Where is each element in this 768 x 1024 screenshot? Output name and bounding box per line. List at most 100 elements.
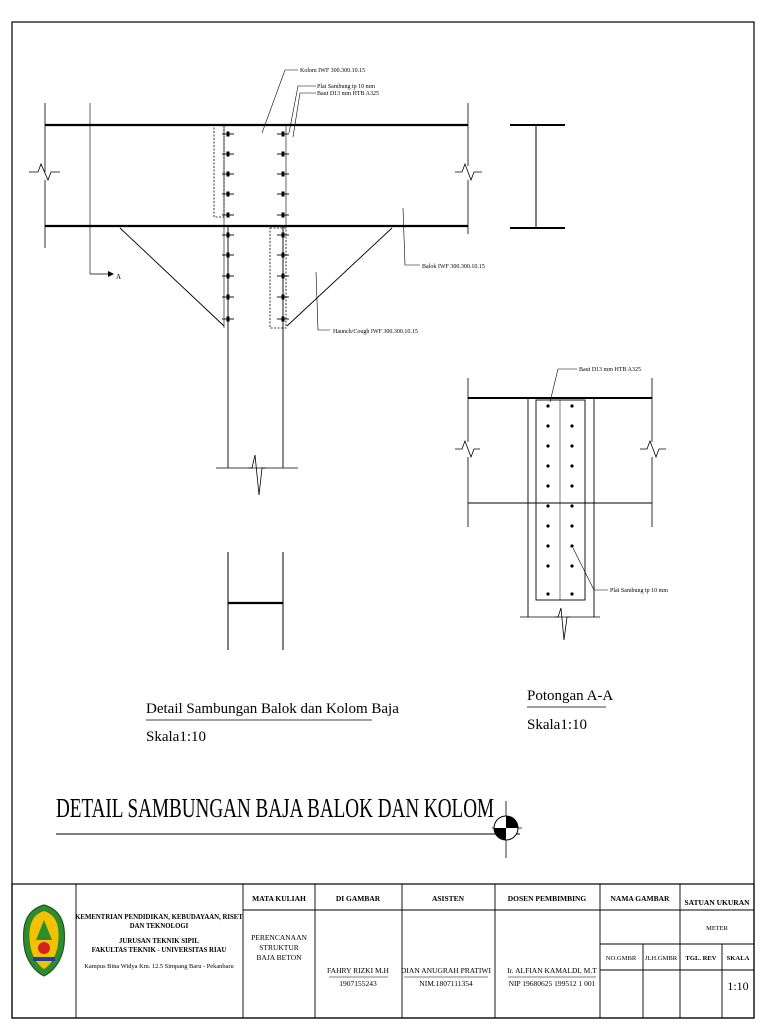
bolt-hole: [546, 564, 550, 568]
bolt-hole: [570, 592, 574, 596]
target-symbol: [492, 801, 522, 858]
institution-line2: DAN TEKNOLOGI: [130, 923, 189, 930]
bolt-hole: [546, 424, 550, 428]
label-plat: Plat Sambung tp 10 mm: [317, 84, 375, 90]
section-label-baut: Baut D13 mm HTB A325: [579, 367, 641, 373]
section-column-break: [555, 607, 570, 641]
bolt-nut: [281, 191, 285, 197]
institution-line1: KEMENTRIAN PENDIDIKAN, KEBUDAYAAN, RISET: [75, 914, 243, 921]
h-section-symbol: [227, 552, 284, 650]
institution-line3: JURUSAN TEKNIK SIPIL: [119, 938, 199, 945]
drafter-name: FAHRY RIZKI M.H: [327, 966, 389, 975]
lecturer-name: Ir. ALFIAN KAMALDI, M.T: [507, 966, 597, 975]
bolt-nut: [226, 191, 230, 197]
header-mata-kuliah: MATA KULIAH: [252, 894, 306, 903]
bolt-nut: [281, 171, 285, 177]
bolt-nut: [281, 151, 285, 157]
jlh-gmbr-label: JLH.GMBR: [645, 955, 678, 962]
bolt-hole: [570, 444, 574, 448]
bolt-hole: [546, 404, 550, 408]
bolt-hole: [546, 444, 550, 448]
section-leaders: [549, 368, 608, 591]
mata-kuliah-line2: STRUKTUR: [259, 943, 299, 952]
bolt-hole: [546, 504, 550, 508]
drafter-id: 1907155243: [339, 979, 377, 988]
satuan-value: METER: [706, 925, 728, 932]
end-plate-right: [269, 227, 287, 329]
bolt-nut: [281, 212, 285, 218]
section-plate: [535, 399, 586, 601]
haunch-left: [119, 227, 225, 327]
bolt-hole: [546, 484, 550, 488]
i-section-symbol: [510, 124, 565, 229]
bolt-nut: [281, 294, 285, 300]
section-a-a: [455, 378, 666, 641]
section-caption: Potongan A-A: [527, 688, 613, 704]
section-bolts: [546, 404, 574, 596]
header-dosen: DOSEN PEMBIMBING: [508, 894, 587, 903]
bolt-hole: [570, 504, 574, 508]
mata-kuliah-line1: PERENCANAAN: [251, 933, 307, 942]
assistant-id: NIM.1807111354: [419, 979, 473, 988]
section-mark-label: A: [116, 273, 121, 281]
no-gmbr-label: NO.GMBR: [606, 955, 637, 962]
section-scale: Skala1:10: [527, 717, 587, 733]
header-nama-gambar: NAMA GAMBAR: [611, 894, 671, 903]
bolt-nut: [281, 273, 285, 279]
bolt-nut: [226, 151, 230, 157]
detail-scale: Skala1:10: [146, 729, 206, 745]
header-asisten: ASISTEN: [432, 894, 465, 903]
bolt-nut: [226, 131, 230, 137]
column-break: [248, 454, 266, 496]
bolt-nut: [226, 232, 230, 238]
mata-kuliah-line3: BAJA BETON: [256, 953, 302, 962]
header-di-gambar: DI GAMBAR: [336, 894, 381, 903]
bolt-hole: [546, 464, 550, 468]
bolt-nut: [226, 252, 230, 258]
bolt-hole: [570, 464, 574, 468]
bolt-nut: [281, 131, 285, 137]
bolt-hole: [570, 564, 574, 568]
bolt-hole: [546, 544, 550, 548]
bolt-hole: [570, 404, 574, 408]
bolt-nut: [226, 316, 230, 322]
title-block: [11, 883, 755, 1019]
bolt-hole: [570, 484, 574, 488]
skala-label: SKALA: [727, 955, 750, 962]
bolt-nut: [226, 171, 230, 177]
bolt-nut: [226, 294, 230, 300]
bolt-hole: [570, 524, 574, 528]
assistant-name: DIAN ANUGRAH PRATIWI: [401, 966, 491, 975]
detail-caption: Detail Sambungan Balok dan Kolom Baja: [146, 701, 399, 717]
bolt-nut: [281, 316, 285, 322]
end-plate-left: [213, 124, 225, 218]
bolt-nut: [226, 273, 230, 279]
bolt-nut: [226, 212, 230, 218]
bolt-hole: [546, 592, 550, 596]
tgl-rev-label: TGL. REV: [685, 955, 716, 962]
drawing-title: DETAIL SAMBUNGAN BAJA BALOK DAN KOLOM: [56, 793, 494, 823]
detail-bolts: [222, 131, 289, 322]
detail-elevation: [29, 103, 482, 496]
bolt-nut: [281, 252, 285, 258]
label-baut: Baut D13 mm HTB A325: [317, 91, 379, 97]
bolt-hole: [546, 524, 550, 528]
haunch-right: [286, 227, 393, 327]
label-kolom: Kolom IWF 300.300.10.15: [300, 68, 365, 74]
bolt-hole: [570, 424, 574, 428]
institution-address: Kampus Bina Widya Km. 12.5 Simpang Baru …: [84, 963, 234, 970]
university-logo: [22, 904, 66, 977]
section-marker-a: A: [89, 103, 121, 281]
detail-leaders: [261, 69, 420, 331]
institution-line4: FAKULTAS TEKNIK - UNIVERSITAS RIAU: [92, 947, 227, 954]
bolt-hole: [570, 544, 574, 548]
skala-value: 1:10: [727, 979, 748, 993]
lecturer-id: NIP 19680625 199512 1 001: [509, 979, 596, 988]
bolt-nut: [281, 232, 285, 238]
label-haunch: Haunch/Cough IWF 300.300.10.15: [333, 329, 418, 335]
label-balok: Balok IWF 300.300.10.15: [422, 264, 485, 270]
sheet-border: [11, 21, 755, 1019]
header-satuan: SATUAN UKURAN: [684, 898, 750, 907]
section-label-plat: Plat Sambung tp 10 mm: [610, 588, 668, 594]
